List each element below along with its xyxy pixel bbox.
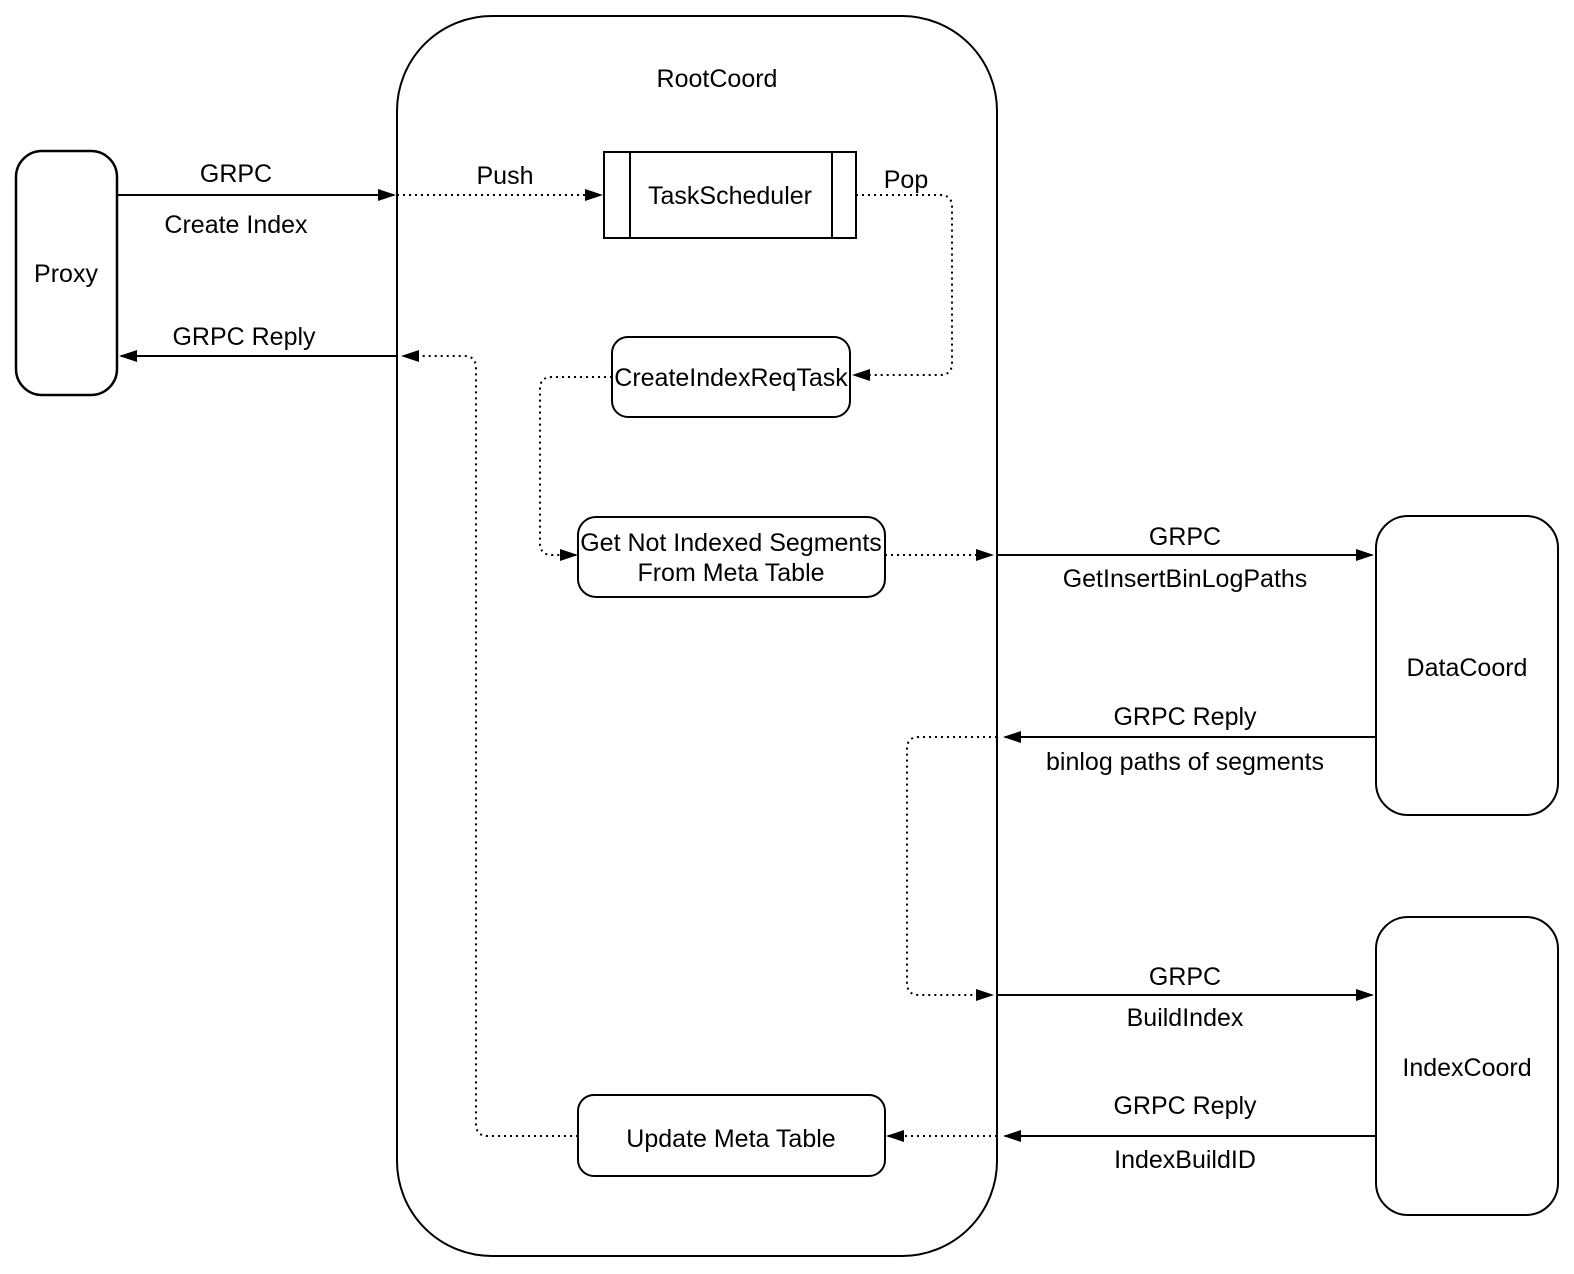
dotted-edges — [397, 189, 997, 1142]
proxy-shape — [14, 149, 119, 397]
edge-labels: GRPC Create Index Push Pop GRPC Reply GR… — [164, 160, 1324, 1174]
task-scheduler-node: TaskScheduler — [603, 151, 857, 239]
proxy-label: Proxy — [34, 260, 98, 288]
solid-edges — [117, 189, 1376, 1142]
data-coord-node: DataCoord — [1375, 515, 1559, 816]
root-coord-container: RootCoord — [396, 15, 998, 1257]
get-not-indexed-segments-node: Get Not Indexed Segments From Meta Table — [577, 516, 886, 598]
root-coord-title: RootCoord — [657, 65, 778, 93]
label-grpc-build-index-protocol: GRPC — [1149, 963, 1221, 991]
label-grpc-build-index-message: BuildIndex — [1127, 1004, 1244, 1032]
edge-task-to-get-not-indexed — [539, 376, 612, 561]
task-scheduler-label: TaskScheduler — [648, 182, 812, 210]
create-index-req-task-label: CreateIndexReqTask — [614, 364, 848, 392]
data-coord-shape — [1375, 515, 1559, 816]
label-grpc-create-index-message: Create Index — [164, 211, 308, 239]
index-coord-shape — [1375, 916, 1559, 1216]
update-meta-table-label: Update Meta Table — [626, 1125, 835, 1153]
data-coord-label: DataCoord — [1407, 654, 1528, 682]
label-grpc-reply-index-build-protocol: GRPC Reply — [1113, 1092, 1257, 1120]
index-coord-label: IndexCoord — [1402, 1054, 1531, 1082]
label-grpc-reply-binlog-protocol: GRPC Reply — [1113, 703, 1257, 731]
label-grpc-get-insert-message: GetInsertBinLogPaths — [1063, 565, 1308, 593]
get-not-indexed-segments-label-line1: Get Not Indexed Segments — [580, 529, 882, 557]
update-meta-table-node: Update Meta Table — [577, 1094, 886, 1177]
root-coord-boundary — [396, 15, 998, 1257]
create-index-req-task-node: CreateIndexReqTask — [611, 336, 851, 418]
label-grpc-get-insert-protocol: GRPC — [1149, 523, 1221, 551]
index-coord-node: IndexCoord — [1375, 916, 1559, 1216]
get-not-indexed-segments-label-line2: From Meta Table — [637, 559, 824, 587]
label-push: Push — [477, 162, 534, 190]
edge-update-meta-to-reply-loop — [401, 350, 578, 1137]
label-grpc-reply-index-build-message: IndexBuildID — [1114, 1146, 1256, 1174]
edge-pop — [852, 194, 953, 381]
label-pop: Pop — [884, 166, 928, 194]
label-grpc-reply-to-proxy: GRPC Reply — [172, 323, 316, 351]
get-not-indexed-segments-shape — [577, 516, 886, 598]
label-grpc-create-index-protocol: GRPC — [200, 160, 272, 188]
proxy-node: Proxy — [14, 149, 119, 397]
label-grpc-reply-binlog-message: binlog paths of segments — [1046, 748, 1324, 776]
